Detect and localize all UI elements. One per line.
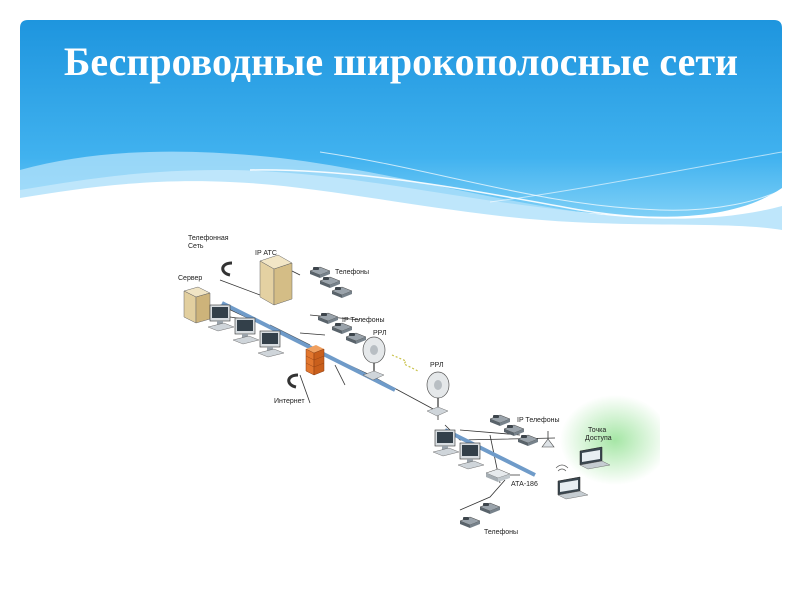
label-ata: АТА-186: [511, 481, 538, 488]
phone-icon: [309, 266, 331, 279]
ip-phone-icon: [331, 322, 353, 335]
internet-cloud-icon: [287, 373, 299, 389]
label-ip-phones-top: IP Телефоны: [342, 317, 385, 324]
ip-phone-icon: [345, 332, 367, 345]
wifi-signal-icon: [555, 464, 569, 472]
phone-icon: [459, 516, 481, 529]
workstation-icon: [432, 429, 460, 457]
ata-device-icon: [485, 468, 511, 482]
ip-phone-icon: [489, 414, 511, 427]
ip-phone-icon: [503, 424, 525, 437]
workstation-icon: [457, 442, 485, 470]
phone-icon: [331, 286, 353, 299]
workstation-icon: [232, 317, 260, 345]
label-ip-phones-bottom: IP Телефоны: [517, 417, 560, 424]
workstation-icon: [257, 330, 285, 358]
network-diagram: Телефонная Сеть IP АТС Телефоны Сервер I…: [178, 235, 660, 536]
phone-icon: [479, 502, 501, 515]
header-wave-line-3: [489, 151, 782, 203]
label-telephone-network: Телефонная Сеть: [188, 235, 231, 250]
ip-phone-icon: [317, 312, 339, 325]
label-internet: Интернет: [274, 398, 305, 405]
header-wave-line-2: [319, 151, 782, 211]
laptop-icon: [557, 476, 589, 500]
ip-phone-icon: [517, 434, 539, 447]
workstation-icon: [207, 304, 235, 332]
label-rrl-2: РРЛ: [430, 362, 444, 369]
backbone-bottom: [444, 428, 536, 477]
label-rrl-1: РРЛ: [373, 330, 387, 337]
telephone-network-cloud-icon: [221, 261, 233, 277]
radio-link: [391, 354, 419, 372]
header-wave-line-1: [249, 169, 782, 219]
label-server: Сервер: [178, 275, 202, 282]
ip-pbx-icon: [259, 254, 293, 306]
label-access-point: Точка Доступа: [585, 427, 612, 442]
slide-title: Беспроводные широкополосные сети: [63, 39, 739, 84]
phone-icon: [319, 276, 341, 289]
server-icon: [183, 286, 211, 324]
firewall-icon: [305, 345, 325, 376]
label-phones-top: Телефоны: [335, 269, 369, 276]
access-point-icon: [541, 431, 555, 448]
label-ip-pbx: IP АТС: [255, 250, 277, 257]
header-banner: [20, 20, 782, 230]
radio-dish-icon-2: [426, 371, 450, 417]
radio-dish-icon-1: [362, 336, 386, 381]
header-wave-light: [20, 151, 782, 230]
label-phones-bottom: Телефоны: [484, 529, 518, 536]
